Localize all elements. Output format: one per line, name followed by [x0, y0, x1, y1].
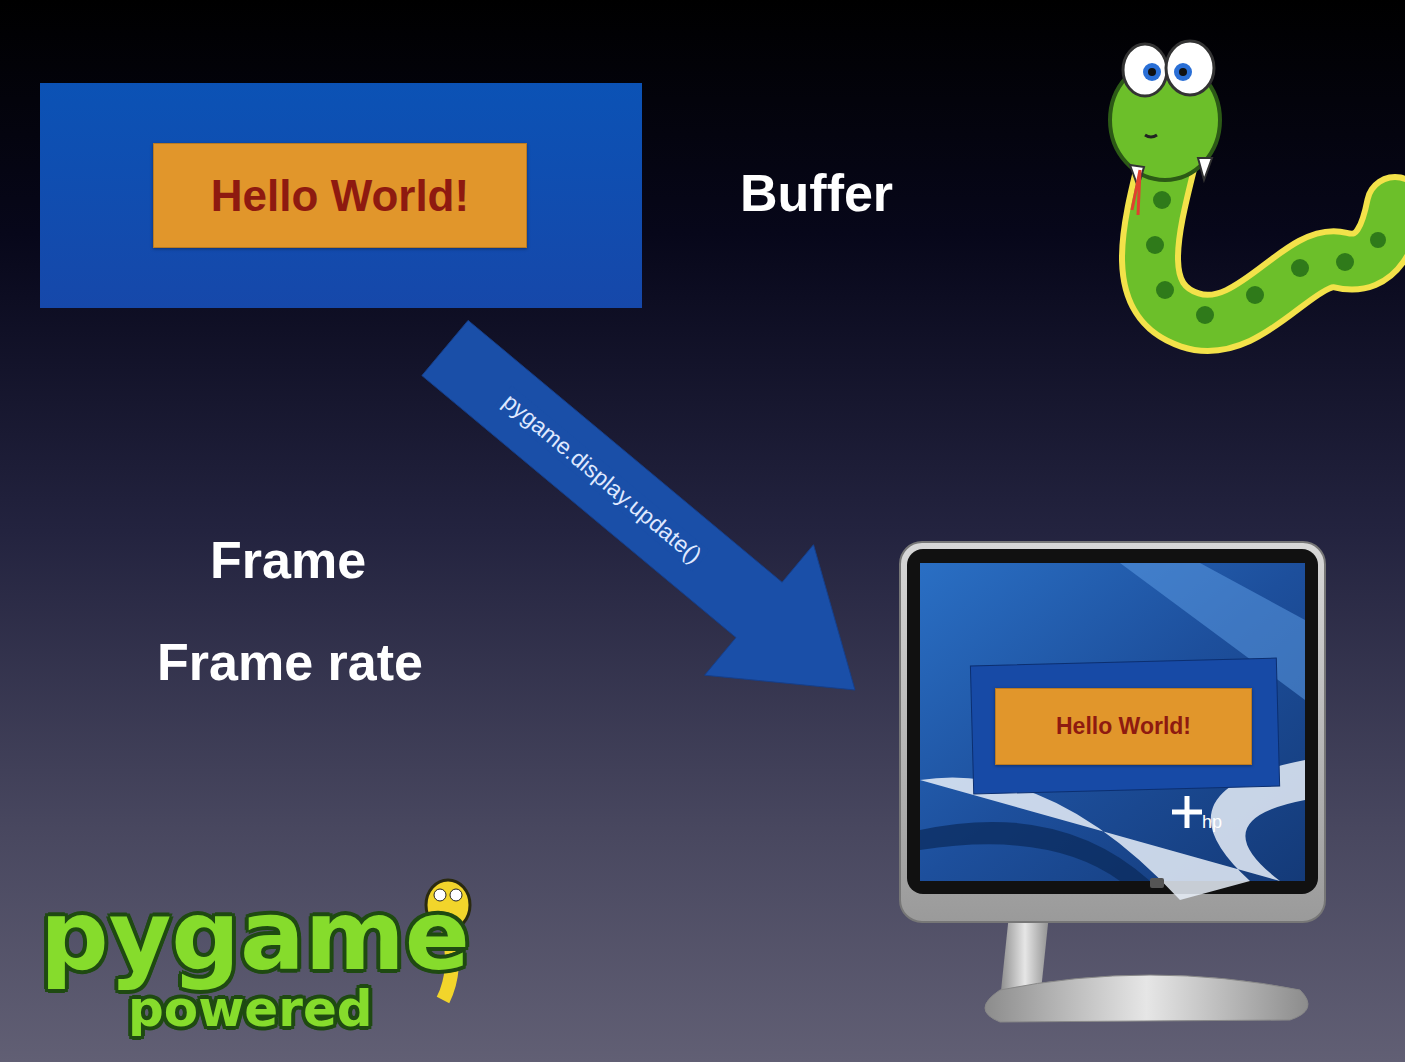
buffer-box: BufferHello World!: [40, 83, 642, 308]
logo-text: pygame: [40, 880, 470, 992]
logo-text-hp: hp: [1202, 812, 1222, 833]
snake-illustration: [1110, 41, 1395, 324]
hello-box: Hello World!: [153, 143, 527, 248]
slide-label: Frame rate: [157, 632, 423, 692]
hello-text: Hello World!: [211, 171, 469, 221]
slide-label: Frame: [210, 530, 366, 590]
logo-subtext: powered: [128, 980, 373, 1038]
monitor-illustration: [900, 542, 1325, 1022]
update-arrow: [422, 320, 855, 690]
screen-hello-box: Hello World!: [995, 688, 1252, 765]
arrow-label: pygame.display.update(): [494, 386, 710, 572]
buffer-title: Buffer: [740, 163, 893, 223]
hello-text: Hello World!: [1056, 713, 1191, 740]
